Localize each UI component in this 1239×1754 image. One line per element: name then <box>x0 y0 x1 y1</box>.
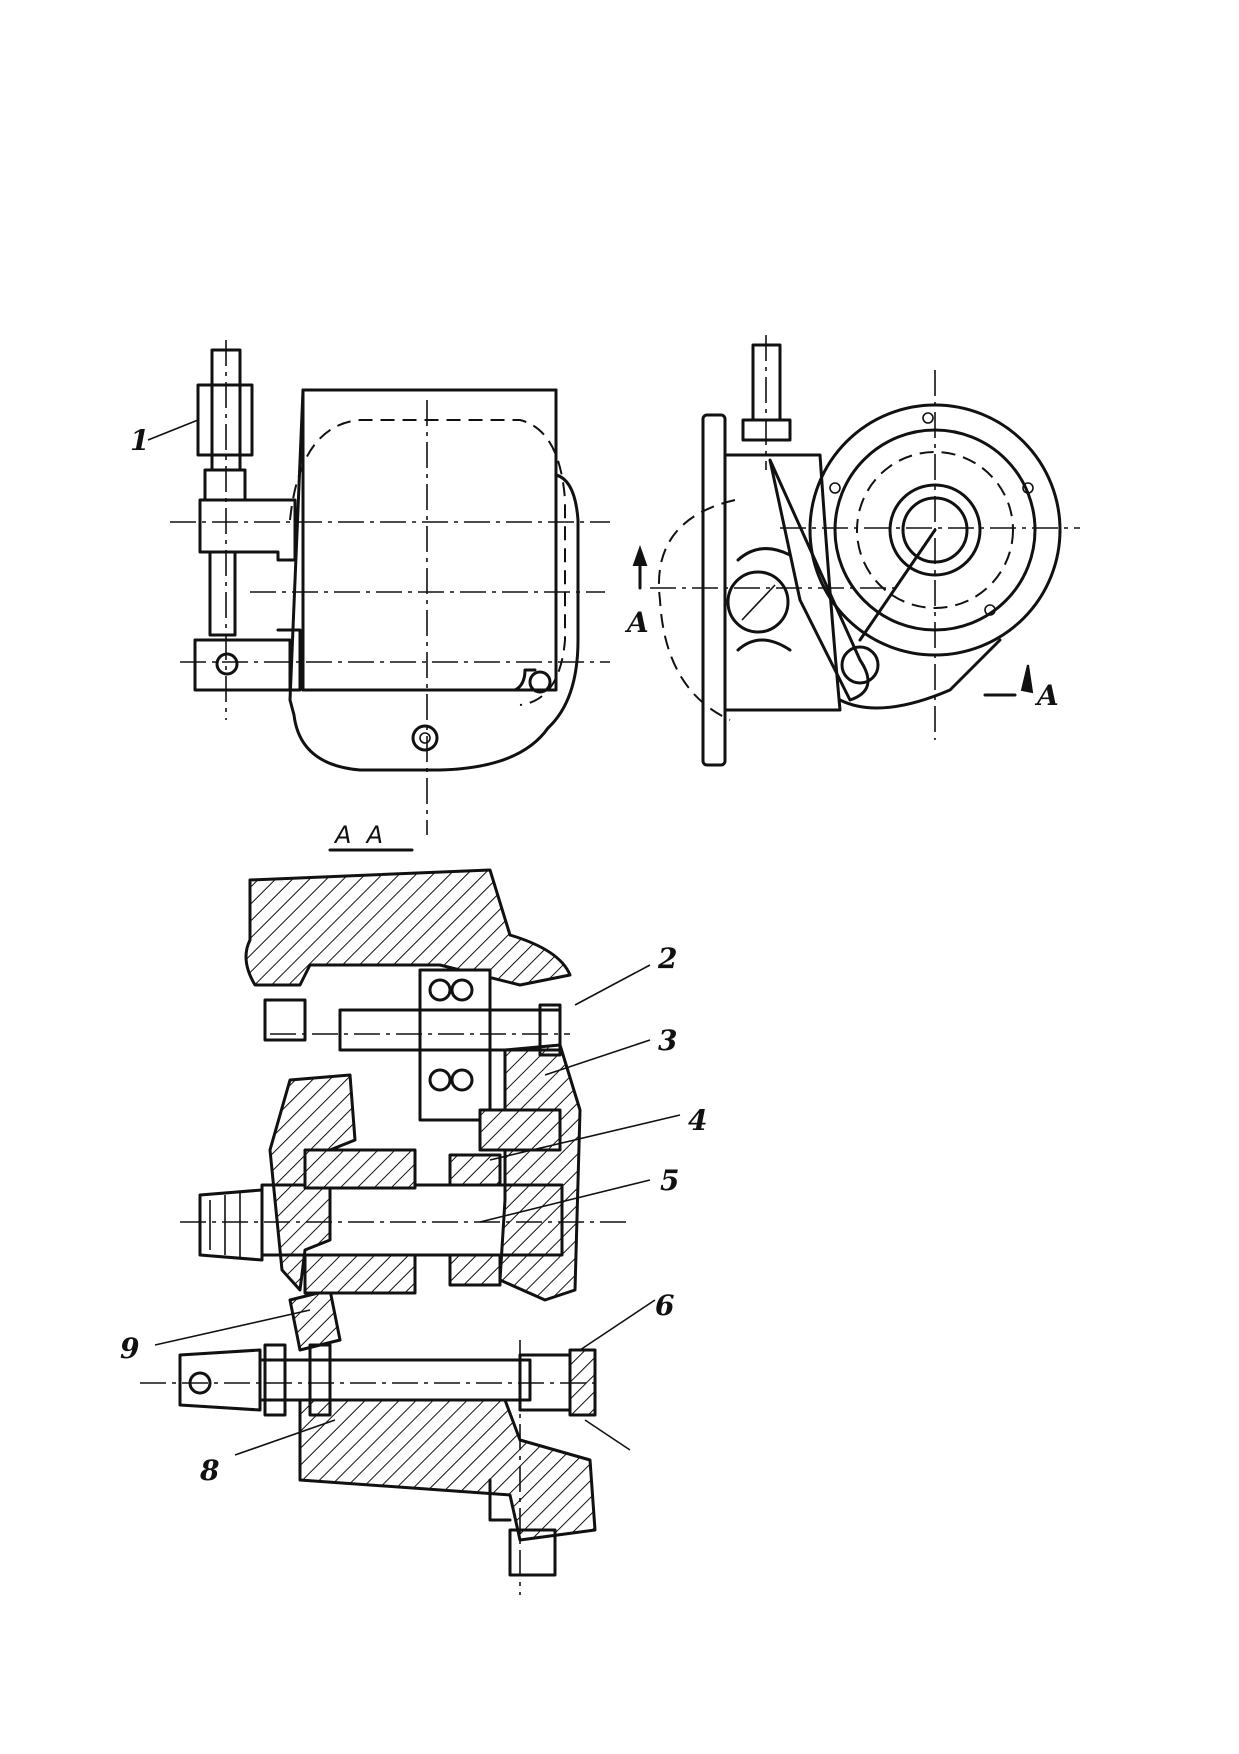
leader-1 <box>147 419 199 441</box>
view-arrow-right <box>1020 664 1034 694</box>
bracket-upper <box>198 498 297 562</box>
part-1-rod <box>210 348 242 472</box>
leader-3 <box>544 1039 651 1076</box>
hidden-circle-left <box>658 499 736 721</box>
mounting-flange <box>701 413 727 767</box>
callout-4: 4 <box>688 1104 707 1137</box>
link-rod <box>208 550 237 637</box>
housing-left-lower <box>288 1288 342 1352</box>
leader-4 <box>489 1114 681 1161</box>
bottom-casting <box>298 1398 597 1542</box>
section-a-a <box>140 868 681 1595</box>
bracket-lower <box>193 638 292 692</box>
section-label: A A <box>333 821 383 849</box>
view-arrow-left <box>632 544 648 566</box>
housing-right <box>498 1043 582 1302</box>
housing-bottom-edge <box>301 668 537 692</box>
leader-6 <box>579 1299 656 1351</box>
hub <box>888 483 982 577</box>
bolt-circle <box>856 451 1014 609</box>
callout-8: 8 <box>199 1454 219 1487</box>
lever-pivot <box>840 645 880 685</box>
leader-2 <box>574 964 651 1006</box>
upper-pin <box>263 998 307 1042</box>
leader-8 <box>234 1419 336 1456</box>
lower-clevis <box>178 1348 262 1412</box>
leader-5 <box>479 1179 651 1223</box>
callout-1: 1 <box>130 424 149 457</box>
housing-body <box>301 388 558 692</box>
side-view <box>632 335 1080 767</box>
side-port <box>726 570 790 634</box>
callout-2: 2 <box>657 942 677 975</box>
part-1-fitting <box>196 383 254 457</box>
lower-shaft <box>258 1358 532 1402</box>
fixing-bolt-bottom <box>411 724 439 752</box>
shaft-nut <box>198 1188 264 1262</box>
bottom-bolt <box>508 1528 557 1577</box>
lever <box>768 458 870 702</box>
leader-9 <box>154 1309 311 1346</box>
view-mark-left: A <box>624 606 649 639</box>
callout-9: 9 <box>120 1332 139 1365</box>
housing-outline <box>288 388 580 772</box>
fixing-bolt-right <box>528 670 552 694</box>
callout-3: 3 <box>658 1024 677 1057</box>
gear-upper <box>303 1148 417 1190</box>
gear-lower <box>303 1253 417 1295</box>
shift-fork <box>478 1108 562 1152</box>
lever-arm <box>858 528 937 642</box>
top-casting <box>244 868 572 987</box>
front-view <box>147 340 610 835</box>
hidden-contour <box>289 419 566 706</box>
view-mark-right: A <box>1034 679 1059 712</box>
callout-6: 6 <box>655 1289 674 1322</box>
gear-ring-lower <box>448 1253 502 1287</box>
lever-plate <box>838 638 1002 710</box>
bracket-tab <box>276 628 302 692</box>
callout-5: 5 <box>660 1164 679 1197</box>
pivot-bolt <box>215 652 239 676</box>
